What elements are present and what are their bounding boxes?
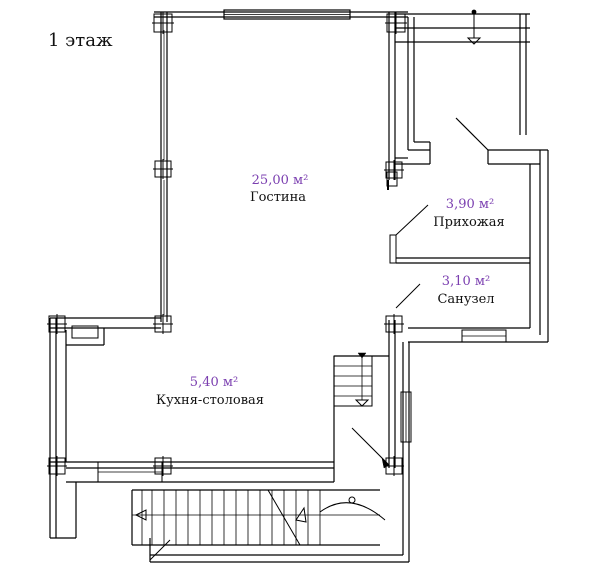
column-marker — [153, 159, 173, 179]
column-marker — [153, 456, 173, 476]
room-name-kitchen: Кухня-столовая — [156, 393, 264, 408]
column-marker — [152, 12, 174, 34]
room-name-hall: Прихожая — [433, 215, 505, 230]
stairs-lower — [131, 489, 386, 546]
column-marker — [47, 456, 67, 476]
room-name-bathroom: Санузел — [437, 292, 495, 307]
door-swings — [351, 180, 390, 469]
wall-bottom — [149, 538, 409, 563]
column-marker — [153, 314, 173, 334]
wall-hall-partition — [389, 204, 530, 309]
wall-terrace — [395, 9, 530, 165]
column-marker — [384, 456, 404, 476]
column-marker — [47, 314, 67, 334]
column-marker — [384, 160, 404, 180]
column-marker — [384, 314, 404, 334]
stairs-upper — [333, 352, 373, 407]
room-area-hall: 3,90 м² — [445, 197, 495, 212]
room-area-bathroom: 3,10 м² — [441, 274, 491, 289]
wall-kitchen-bottom — [50, 355, 389, 539]
wall-living-left — [160, 12, 168, 322]
column-markers — [47, 12, 407, 476]
floor-title: 1 этаж — [48, 30, 113, 51]
wall-hall-right — [408, 117, 549, 343]
room-name-living: Гостина — [250, 190, 306, 205]
wall-kitchen-right — [388, 320, 412, 562]
wall-top — [154, 9, 408, 20]
column-marker — [385, 12, 407, 34]
wall-living-right — [386, 12, 398, 187]
wall-kitchen-left — [49, 317, 161, 538]
room-area-kitchen: 5,40 м² — [189, 375, 239, 390]
room-area-living: 25,00 м² — [251, 173, 309, 188]
